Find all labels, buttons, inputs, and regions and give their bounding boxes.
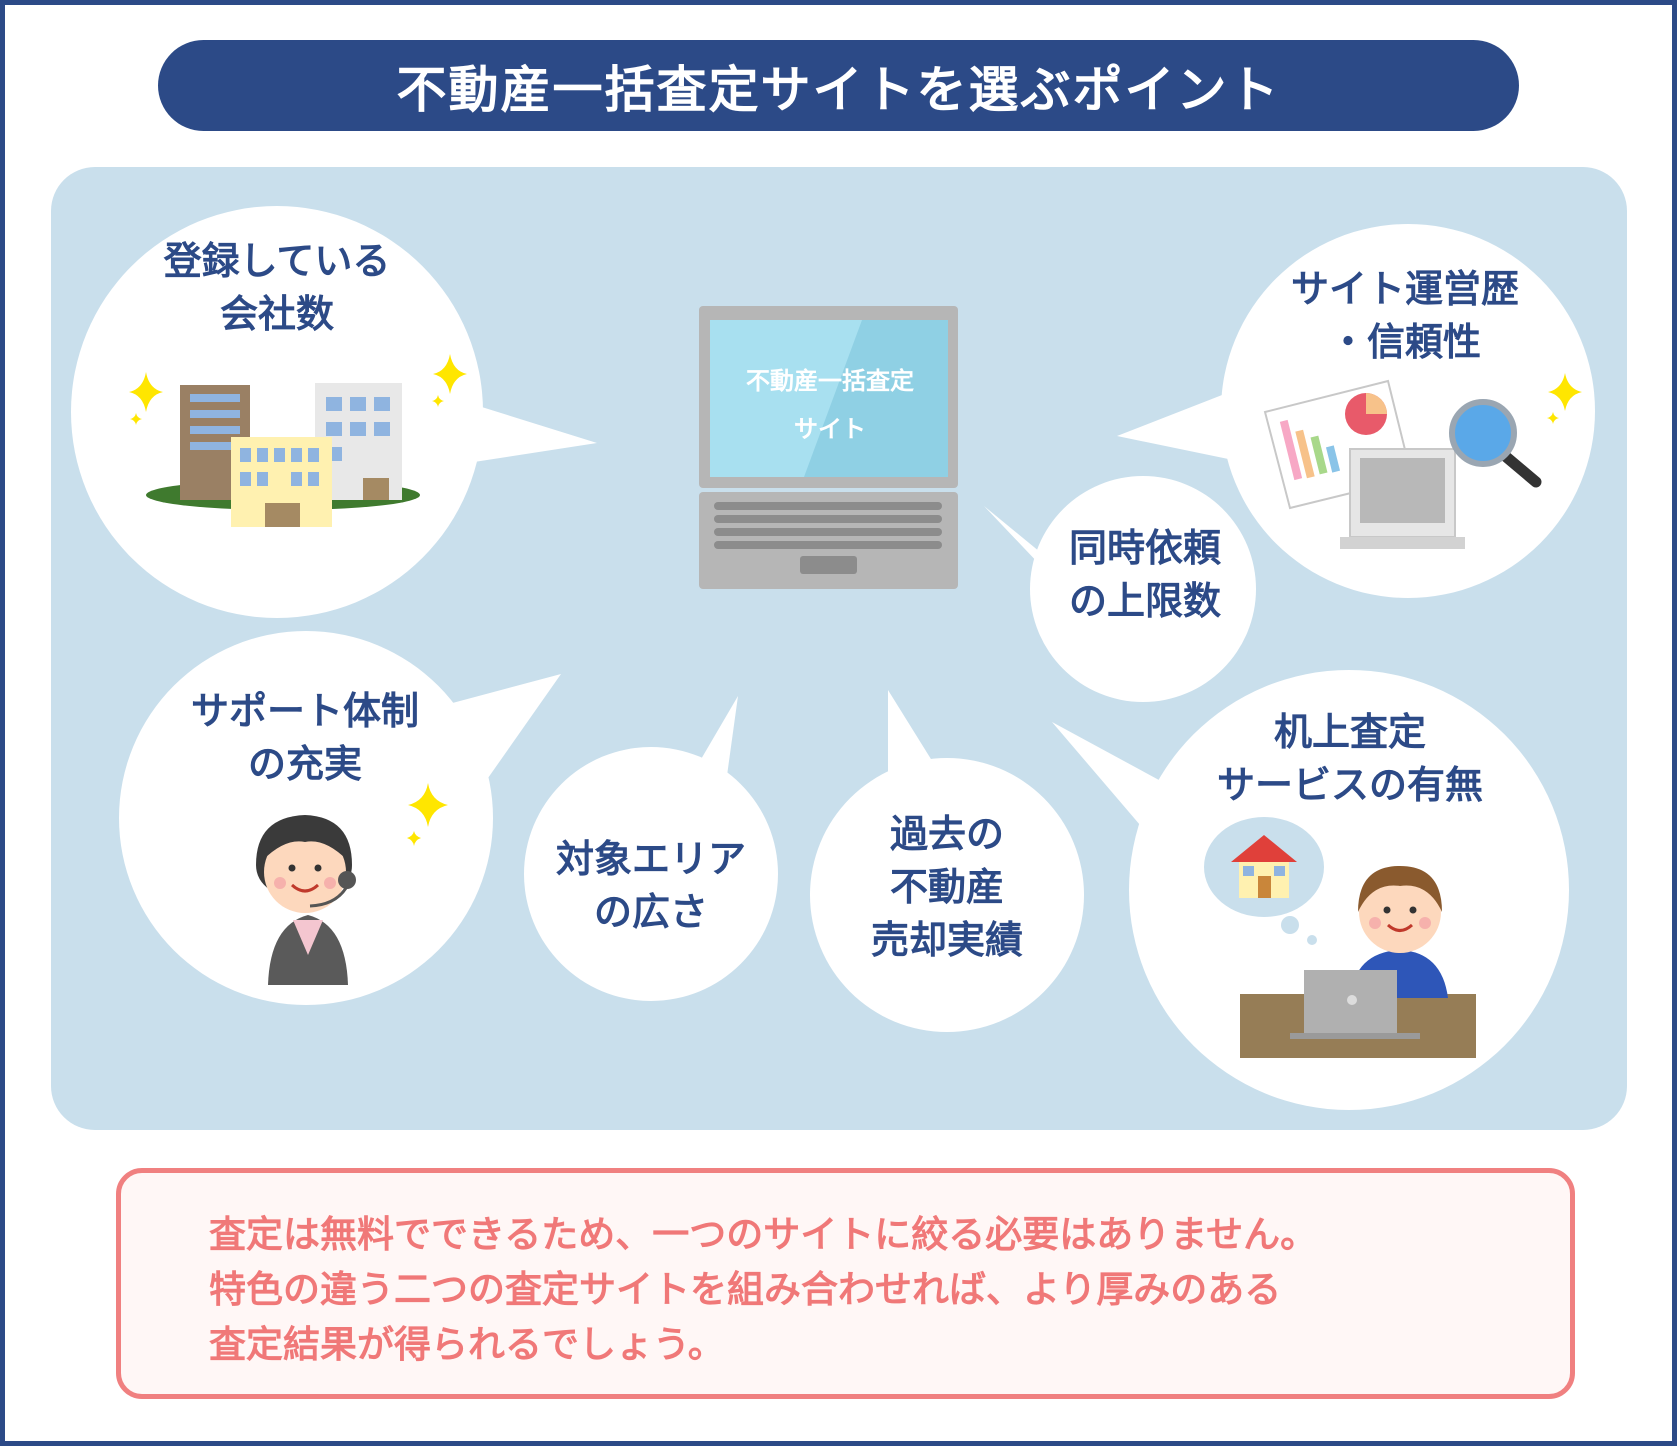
point-request-limit: 同時依頼 の上限数: [1040, 522, 1250, 628]
point-line: 登録している: [163, 239, 391, 283]
person-at-laptop-icon: [1240, 866, 1476, 1058]
point-support: サポート体制 の充実: [150, 685, 460, 791]
page-title: 不動産一括査定サイトを選ぶポイント: [396, 60, 1281, 119]
operator-icon: [256, 815, 356, 985]
point-line: の上限数: [1068, 579, 1221, 624]
bubble-area: [524, 747, 778, 1001]
bubble-tail: [888, 690, 944, 799]
laptop-icon: [699, 306, 958, 589]
point-line: 同時依頼: [1068, 526, 1221, 570]
title-bar: 不動産一括査定サイトを選ぶポイント: [158, 40, 1519, 131]
point-track-record: 過去の 不動産 売却実績: [847, 808, 1047, 968]
point-line: の広さ: [593, 890, 708, 935]
point-line: ・信頼性: [1328, 320, 1481, 365]
sparkle-icon: [129, 354, 1582, 846]
point-line: 会社数: [219, 292, 334, 337]
point-line: サポート体制: [190, 689, 419, 733]
note-line: 特色の違う二つの査定サイトを組み合わせれば、より厚みのある: [209, 1268, 1282, 1311]
point-line: 過去の: [889, 812, 1004, 856]
point-line: サイト運営歴: [1290, 267, 1519, 311]
point-line: 対象エリア: [555, 837, 746, 881]
bubble-track-record: [810, 758, 1084, 1032]
point-site-history: サイト運営歴 ・信頼性: [1255, 263, 1555, 369]
bubble-tail: [683, 696, 738, 790]
point-line: 机上査定: [1273, 710, 1426, 754]
bubble-tail: [1052, 722, 1170, 832]
screen-line: サイト: [794, 415, 866, 443]
note-line: 査定は無料でできるため、一つのサイトに絞る必要はありません。: [209, 1213, 1318, 1256]
screen-line: 不動産一括査定: [746, 367, 914, 395]
point-line: 不動産: [889, 865, 1004, 910]
bubble-request-limit: [1030, 476, 1256, 702]
laptop-screen-label: 不動産一括査定 サイト: [700, 357, 960, 453]
note-line: 査定結果が得られるでしょう。: [209, 1323, 725, 1366]
magnifier-icon: [1449, 399, 1542, 488]
bubble-tail: [445, 674, 561, 788]
point-desk-appraisal: 机上査定 サービスの有無: [1175, 706, 1525, 812]
bubble-tail: [440, 394, 597, 466]
buildings-icon: [146, 383, 420, 527]
note-box: 査定は無料でできるため、一つのサイトに絞る必要はありません。 特色の違う二つの査…: [116, 1168, 1575, 1399]
point-line: サービスの有無: [1216, 763, 1483, 808]
bubble-site-history: [1221, 224, 1595, 598]
house-icon: [1204, 817, 1324, 945]
bubble-tail: [1117, 388, 1240, 461]
point-company-count: 登録している 会社数: [127, 235, 427, 341]
bubble-company-count: [71, 206, 483, 618]
point-area: 対象エリア の広さ: [536, 833, 766, 939]
bubble-tail: [984, 506, 1060, 586]
chart-document-icon: [1263, 379, 1465, 549]
point-line: 売却実績: [870, 918, 1023, 963]
point-line: の充実: [247, 742, 362, 787]
